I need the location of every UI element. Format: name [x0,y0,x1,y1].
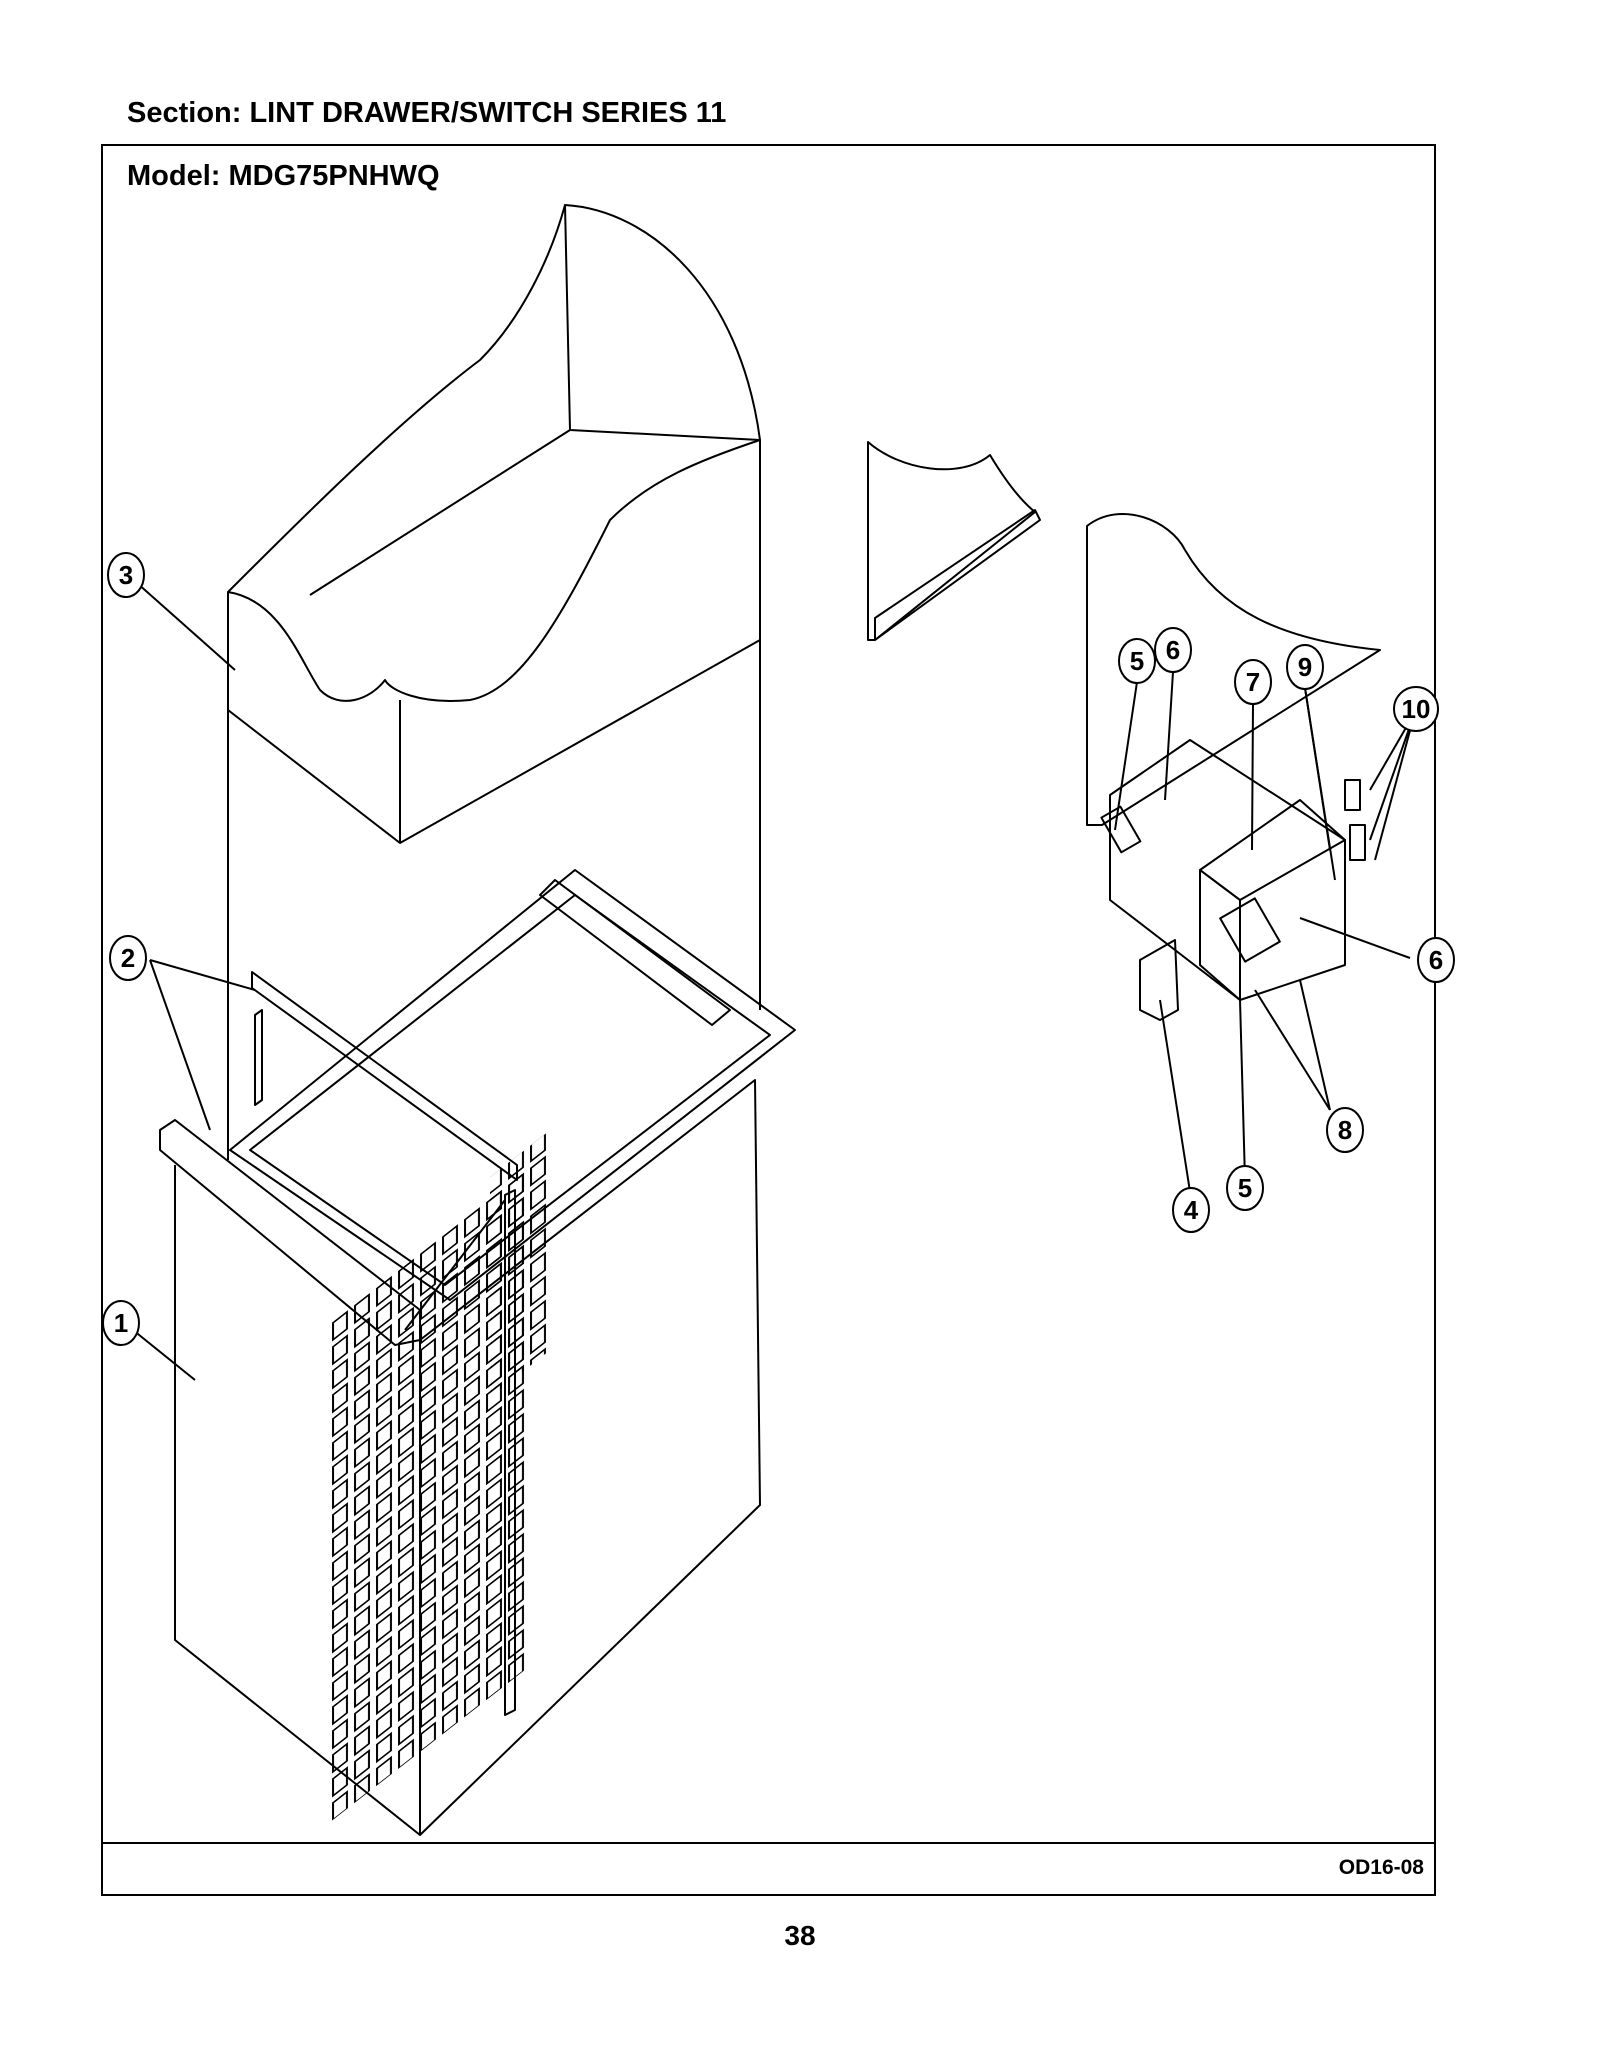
callout-9: 9 [1286,644,1324,690]
model-title: Model: MDG75PNHWQ [127,160,440,192]
callout-10: 10 [1393,686,1439,732]
svg-text:10: 10 [1402,694,1431,724]
footer-divider [101,1842,1436,1844]
svg-text:8: 8 [1338,1115,1352,1145]
callout-6-top: 6 [1154,627,1192,673]
callout-6-right: 6 [1417,937,1455,983]
svg-text:7: 7 [1246,667,1260,697]
callout-8: 8 [1326,1107,1364,1153]
callout-5-bottom: 5 [1226,1165,1264,1211]
lint-drawer-part [159,869,796,1836]
callout-1: 1 [102,1300,140,1346]
callout-5-top: 5 [1118,638,1156,684]
callout-3: 3 [107,552,145,598]
section-title: Section: LINT DRAWER/SWITCH SERIES 11 [127,97,727,129]
svg-text:4: 4 [1184,1195,1199,1225]
svg-text:6: 6 [1429,945,1443,975]
lint-bag-part [227,204,761,844]
drawing-code: OD16-08 [1338,1856,1424,1879]
diagram-frame [101,144,1436,1896]
svg-text:5: 5 [1130,646,1144,676]
callout-4: 4 [1172,1187,1210,1233]
callout-7: 7 [1234,659,1272,705]
callout-2: 2 [109,935,147,981]
svg-text:9: 9 [1298,652,1312,682]
switch-assembly-part [1086,513,1381,1021]
page-number: 38 [784,1920,816,1951]
svg-text:1: 1 [114,1308,128,1338]
svg-text:2: 2 [121,943,135,973]
svg-text:6: 6 [1166,635,1180,665]
svg-text:3: 3 [119,560,133,590]
baffle-part [867,441,1041,641]
svg-text:5: 5 [1238,1173,1252,1203]
